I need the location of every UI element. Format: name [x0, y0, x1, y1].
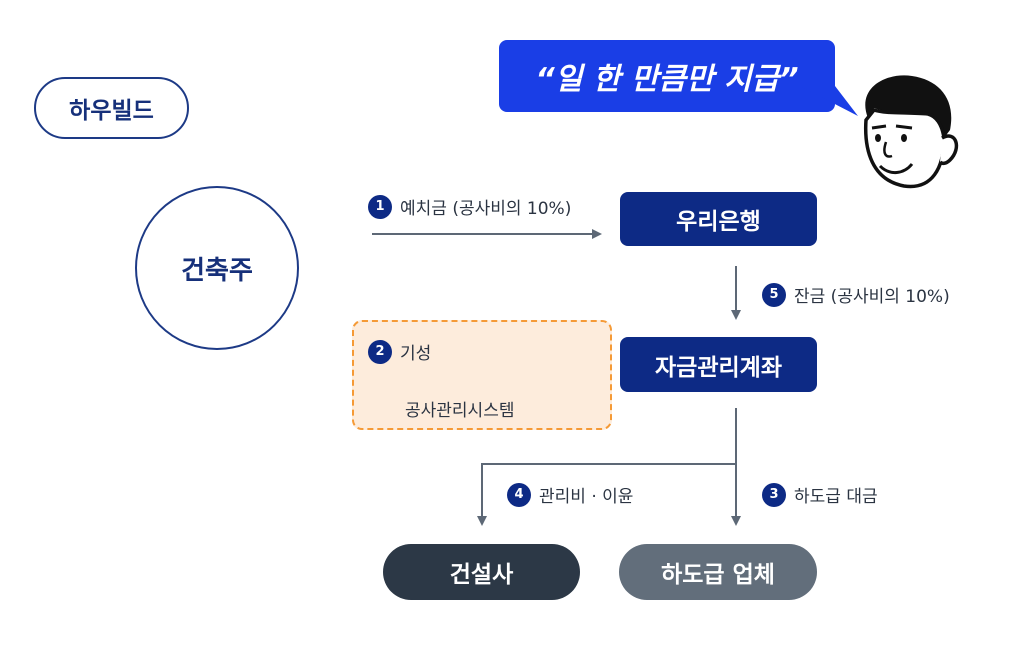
contractor-node: 건설사 [383, 544, 580, 600]
step-1-label: 1 예치금 (공사비의 10%) [368, 194, 571, 219]
smiling-man-face-icon [863, 75, 959, 189]
bubble-quote: “일 한 만큼만 지급” [535, 62, 799, 97]
step-1-text: 예치금 (공사비의 10%) [400, 199, 572, 219]
step-3-badge: 3 [762, 482, 786, 507]
progress-system-box [352, 320, 612, 430]
brand-label: 하우빌드 [69, 98, 154, 124]
step-5-badge: 5 [762, 282, 786, 307]
step-4-label: 4 관리비 · 이윤 [507, 482, 633, 507]
step-4-badge: 4 [507, 482, 531, 507]
step-2-label: 2 기성 [368, 339, 431, 364]
account-node: 자금관리계좌 [620, 337, 817, 392]
step-5-text: 잔금 (공사비의 10%) [794, 287, 950, 307]
step-4-text: 관리비 · 이윤 [539, 487, 634, 507]
step-1-badge: 1 [368, 194, 392, 219]
step-3-label: 3 하도급 대금 [762, 482, 878, 507]
system-label: 공사관리시스템 [405, 401, 515, 421]
account-label: 자금관리계좌 [655, 354, 782, 381]
step-2-text: 기성 [400, 344, 432, 364]
subcontractor-label: 하도급 업체 [661, 562, 775, 588]
step-5-label: 5 잔금 (공사비의 10%) [762, 282, 950, 307]
contractor-label: 건설사 [449, 562, 514, 588]
brand-pill: 하우빌드 [34, 77, 189, 139]
client-node: 건축주 [135, 186, 299, 350]
bank-node: 우리은행 [620, 192, 817, 246]
speech-bubble: “일 한 만큼만 지급” [499, 40, 835, 112]
arrow-management [477, 463, 736, 526]
bank-label: 우리은행 [676, 209, 761, 235]
client-label: 건축주 [181, 255, 253, 286]
speech-bubble-tail [800, 86, 858, 116]
step-2-badge: 2 [368, 339, 392, 364]
step-3-text: 하도급 대금 [794, 487, 878, 507]
subcontractor-node: 하도급 업체 [619, 544, 817, 600]
